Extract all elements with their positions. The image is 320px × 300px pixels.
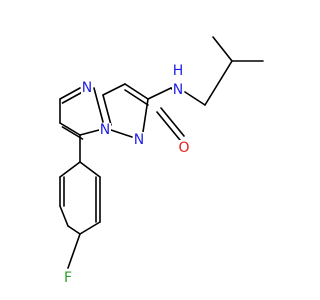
atom-n-amide: N [173,82,183,98]
bond-ar-7 [79,161,101,178]
bond-c-o-2 [160,107,185,137]
label-bg-f [62,270,74,286]
bond-c7-n8 [79,129,100,136]
label-bg-n-bridge [99,123,111,137]
bond-lines [59,36,264,269]
bond-ar-3 [59,205,69,227]
label-bg-n-amide [172,82,184,98]
molecule-structure: N N N N H O F [59,36,264,286]
bond-c2-n1 [142,98,149,133]
bond-c3a-c3 [102,83,126,96]
bond-n8-n1 [110,129,133,138]
atom-o-carbonyl: O [178,140,189,156]
label-bg-h-amide [172,64,184,78]
bond-c6-c7 [59,122,81,136]
atom-f-aryl: F [64,270,72,286]
label-bg-o-carbonyl [177,140,190,156]
label-bg-n-ring-top [81,80,93,96]
bond-n4-c3a [93,87,104,123]
atom-n-pyrazole: N [134,132,144,148]
bond-c3-c2 [124,83,149,100]
atom-n-ring-top: N [82,80,92,96]
bond-ar-1 [59,161,81,178]
bond-c6-c7-second [61,126,84,140]
bond-c-o-1 [156,111,181,141]
bond-c3-c2-second [124,89,149,106]
bond-ch-ch3a [212,36,233,62]
bond-bridge-c3a-inner [102,94,112,126]
atom-h-amide: H [173,63,184,79]
bond-ch2-ch [204,60,233,106]
bond-c5-n4-second [61,91,84,104]
bond-ar-4 [67,225,81,235]
bond-ar-5 [79,221,101,235]
bond-ar-f [67,233,81,269]
bond-c2-camide [147,87,172,100]
bond-n-ch2 [184,91,206,106]
atom-n-bridge: N [100,122,110,138]
label-bg-n-pyrazole [133,132,145,148]
atom-labels: N N N N H O F [62,63,190,286]
bond-c5-n4 [59,87,81,100]
